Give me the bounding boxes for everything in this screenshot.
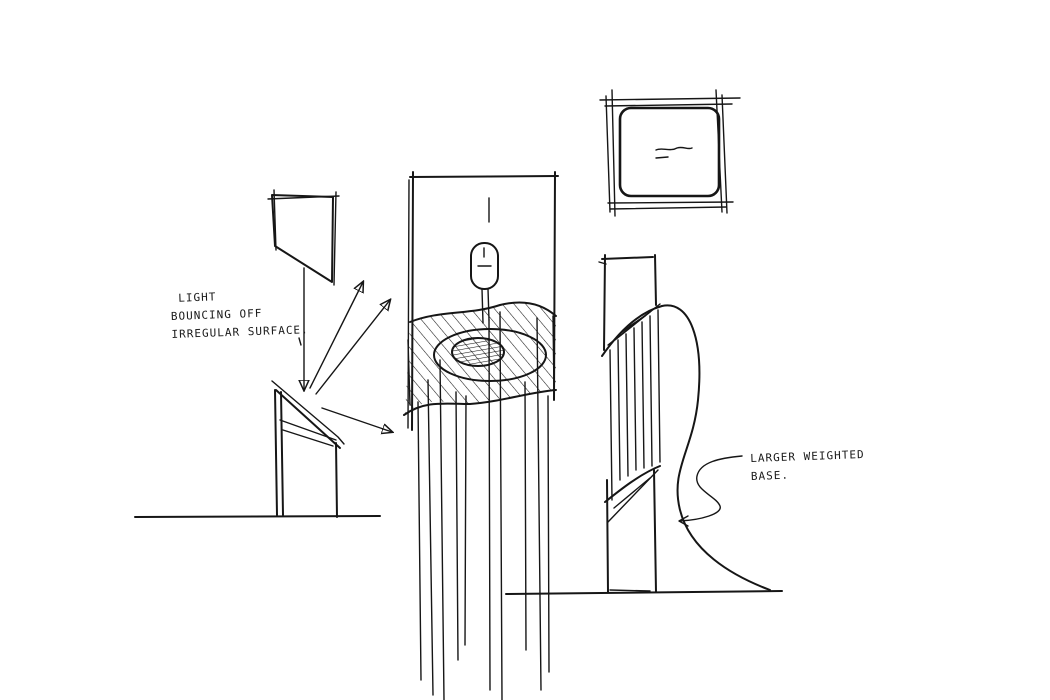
right-pillar — [599, 255, 770, 592]
base-callout-leader — [679, 456, 742, 526]
left-pillar — [272, 381, 344, 517]
framed-screen — [600, 90, 740, 216]
irregular-surface — [404, 303, 556, 415]
left-ground-line — [135, 516, 380, 517]
light-annotation: LIGHT BOUNCING OFF IRREGULAR SURFACE. — [170, 285, 309, 344]
base-annotation: LARGER WEIGHTED BASE. — [750, 446, 866, 486]
light-rays — [304, 268, 392, 432]
